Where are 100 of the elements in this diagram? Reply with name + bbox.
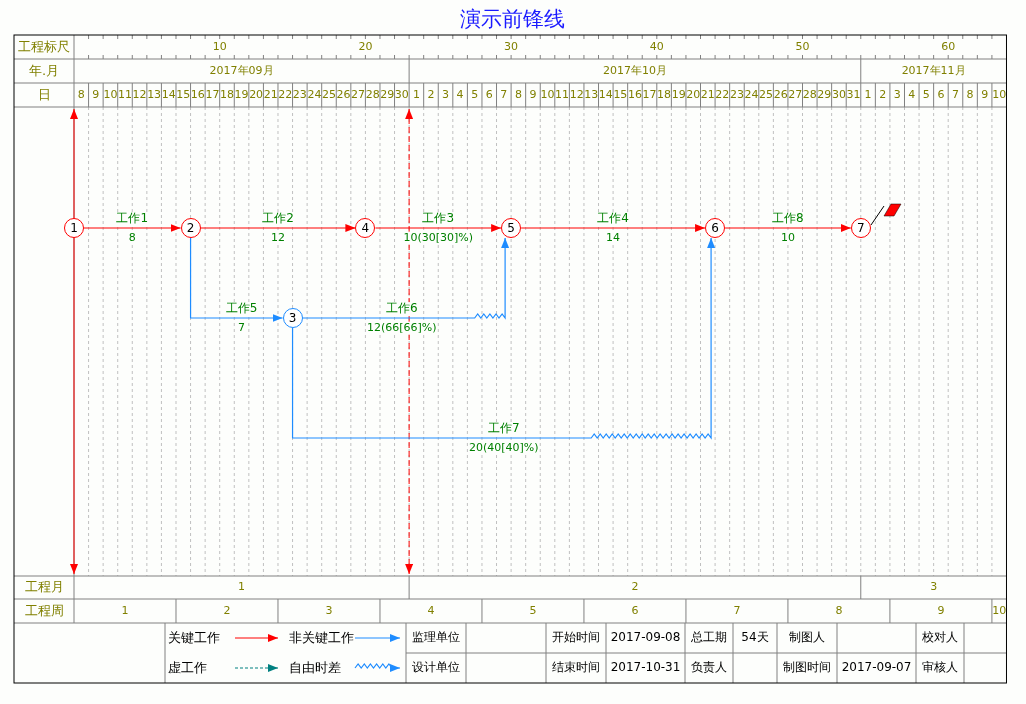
day-number: 9 [529, 88, 537, 102]
duration-label: 14 [605, 231, 622, 245]
day-number: 29 [817, 88, 832, 102]
day-number: 28 [365, 88, 380, 102]
day-number: 18 [657, 88, 672, 102]
edge-label: 工作5 [224, 302, 259, 316]
day-number: 11 [118, 88, 132, 102]
day-number: 14 [598, 88, 613, 102]
day-number: 15 [613, 88, 628, 102]
event-circle: 5 [501, 218, 522, 238]
day-number: 8 [77, 88, 85, 102]
day-number: 13 [147, 88, 162, 102]
day-number: 3 [893, 88, 901, 102]
day-number: 5 [471, 88, 479, 102]
title: 演示前锋线 [459, 6, 565, 32]
month-number: 2 [631, 580, 639, 594]
day-number: 19 [234, 88, 249, 102]
duration-label: 10(30[30]%) [402, 231, 475, 245]
row-header: 年.月 [28, 63, 60, 79]
day-number: 12 [569, 88, 584, 102]
duration-label: 12 [269, 231, 286, 245]
day-number: 1 [864, 88, 872, 102]
duration-label: 20(40[40]%) [468, 441, 540, 455]
day-number: 4 [908, 88, 916, 102]
week-number: 4 [427, 604, 435, 618]
day-number: 18 [220, 88, 234, 102]
day-number: 13 [584, 88, 599, 102]
event-circle: 1 [64, 218, 84, 238]
day-number: 5 [922, 88, 930, 102]
day-number: 8 [966, 88, 974, 102]
edge-label: 工作4 [596, 212, 630, 226]
day-number: 22 [715, 88, 730, 102]
table-text: 制图时间 [783, 661, 831, 675]
day-number: 7 [500, 88, 508, 102]
arrow [301, 237, 510, 320]
week-number: 6 [631, 604, 639, 618]
day-number: 9 [981, 88, 989, 102]
day-number: 10 [992, 88, 1007, 102]
edge-label: 工作3 [421, 212, 456, 226]
arrow [199, 224, 356, 232]
ruler-number: 40 [649, 40, 664, 54]
week-number: 1 [121, 604, 129, 618]
day-number: 6 [485, 88, 493, 102]
day-number: 29 [380, 88, 395, 102]
week-number: 3 [325, 604, 333, 618]
ruler-number: 50 [795, 40, 810, 54]
week-number: 2 [223, 604, 231, 618]
table-text: 开始时间 [552, 631, 600, 645]
day-number: 17 [642, 88, 657, 102]
day-number: 15 [176, 88, 191, 102]
ruler-number: 20 [358, 40, 373, 54]
day-number: 16 [627, 88, 642, 102]
table-text: 审核人 [922, 661, 958, 675]
edge-label: 工作6 [385, 302, 419, 316]
arrow [724, 224, 852, 232]
table-text: 监理单位 [412, 631, 460, 645]
edge-label: 工作1 [115, 212, 150, 226]
event-circle: 4 [355, 218, 376, 238]
day-number: 21 [700, 88, 715, 102]
day-number: 26 [773, 88, 788, 102]
day-number: 26 [336, 88, 351, 102]
table-text: 2017-09-07 [841, 661, 912, 675]
month-label: 2017年11月 [901, 64, 966, 78]
arrow [520, 224, 706, 232]
day-number: 7 [952, 88, 959, 102]
day-number: 1 [412, 88, 420, 102]
row-header: 日 [37, 87, 51, 103]
day-number: 27 [788, 88, 803, 102]
day-number: 4 [456, 88, 464, 102]
edge-label: 工作2 [261, 212, 295, 226]
table-text: 校对人 [922, 631, 958, 645]
row-header: 工程月 [24, 579, 64, 595]
row-header: 工程周 [24, 603, 64, 619]
event-circle: 6 [705, 218, 726, 238]
legend-text: 虚工作 [168, 660, 207, 676]
edge-label: 工作8 [771, 212, 805, 226]
table-text: 2017-09-08 [610, 631, 681, 645]
day-number: 27 [351, 88, 366, 102]
day-number: 16 [190, 88, 205, 102]
day-number: 9 [92, 88, 100, 102]
day-number: 20 [686, 88, 701, 102]
day-number: 31 [846, 88, 861, 102]
arrow [83, 224, 182, 232]
week-number: 10 [992, 604, 1007, 618]
day-number: 8 [514, 88, 522, 102]
legend-text: 自由时差 [289, 660, 341, 676]
week-number: 8 [835, 604, 843, 618]
day-number: 3 [442, 88, 450, 102]
day-number: 24 [744, 88, 759, 102]
day-number: 21 [263, 88, 278, 102]
day-number: 28 [802, 88, 817, 102]
ruler-number: 60 [941, 40, 956, 54]
event-circle: 3 [282, 308, 303, 328]
month-number: 1 [238, 580, 246, 594]
month-number: 3 [930, 580, 938, 594]
legend-text: 关键工作 [168, 630, 220, 646]
arrow [374, 224, 502, 232]
day-number: 6 [937, 88, 945, 102]
table-text: 制图人 [789, 631, 825, 645]
event-circle: 2 [180, 218, 201, 238]
